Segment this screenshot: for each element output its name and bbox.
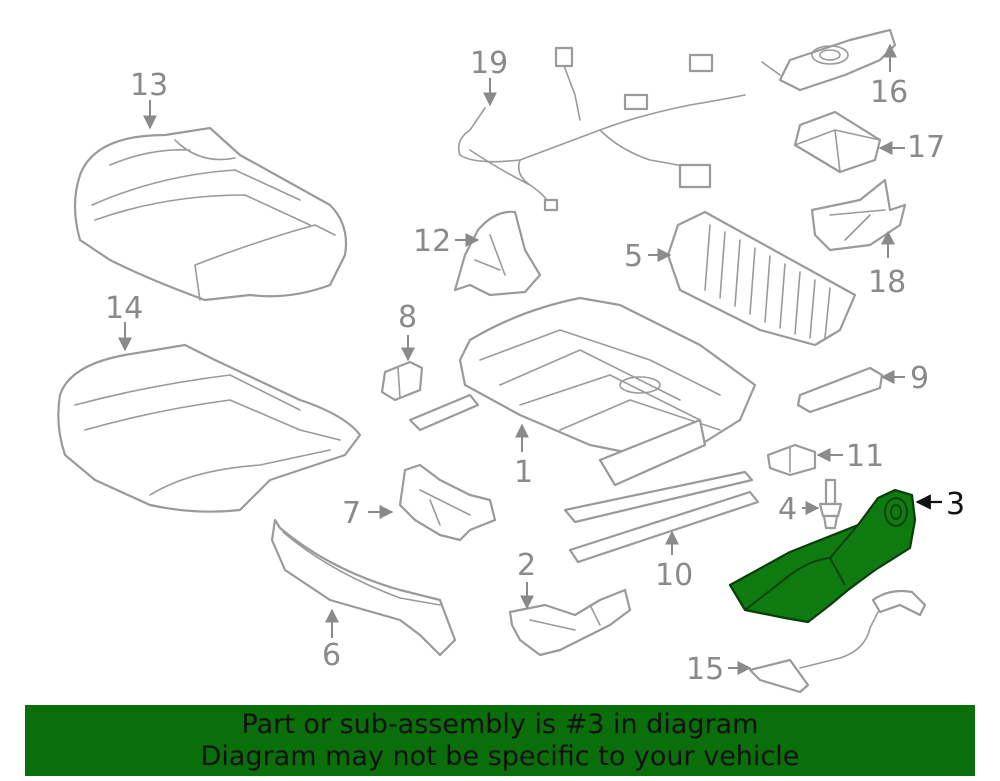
leader-lines: [118, 43, 942, 675]
info-banner: Part or sub-assembly is #3 in diagram Di…: [25, 705, 975, 776]
callout-7: 7: [342, 496, 361, 531]
callout-12: 12: [413, 224, 451, 259]
part-16-bracket: [761, 28, 897, 92]
part-10-rail: [563, 470, 760, 564]
part-19-wiring-harness: [457, 46, 746, 212]
callout-13: 13: [130, 68, 168, 103]
part-7-bracket: [398, 463, 497, 542]
part-9-rail-cover: [796, 366, 884, 414]
part-3-side-shield: [728, 488, 917, 624]
callout-18: 18: [868, 265, 906, 300]
callout-8: 8: [398, 300, 417, 335]
part-14-cushion-pad: [57, 343, 362, 513]
part-17-control-module: [793, 110, 882, 174]
part-1-seat-frame: [408, 296, 757, 487]
part-11-clip: [766, 443, 817, 477]
part-18-bracket: [810, 178, 907, 252]
banner-line-1: Part or sub-assembly is #3 in diagram: [241, 709, 759, 740]
callout-3: 3: [946, 487, 965, 522]
part-2-bracket: [508, 588, 632, 657]
part-8-clip: [380, 360, 424, 402]
part-15-handle-cable: [748, 589, 927, 694]
callout-10: 10: [655, 558, 693, 593]
callout-14: 14: [105, 291, 143, 326]
callout-11: 11: [846, 439, 884, 474]
part-5-back-panel: [666, 210, 857, 347]
callout-19: 19: [470, 46, 508, 81]
callout-9: 9: [910, 361, 929, 396]
callout-15: 15: [686, 652, 724, 687]
callout-6: 6: [322, 638, 341, 673]
callout-labels: 13 14 19 16 17 18 12 5 8 9 1 11 7 4 10 6…: [105, 46, 965, 687]
banner-line-2: Diagram may not be specific to your vehi…: [200, 741, 800, 772]
callout-1: 1: [514, 455, 533, 490]
callout-17: 17: [907, 130, 945, 165]
part-6-front-trim: [270, 518, 457, 657]
part-13-cushion-cover: [73, 126, 348, 302]
callout-4: 4: [778, 492, 797, 527]
callout-5: 5: [624, 239, 643, 274]
callout-2: 2: [517, 548, 536, 583]
part-4-bolt: [818, 478, 843, 530]
part-12-trim-panel: [453, 210, 542, 297]
callout-16: 16: [870, 75, 908, 110]
